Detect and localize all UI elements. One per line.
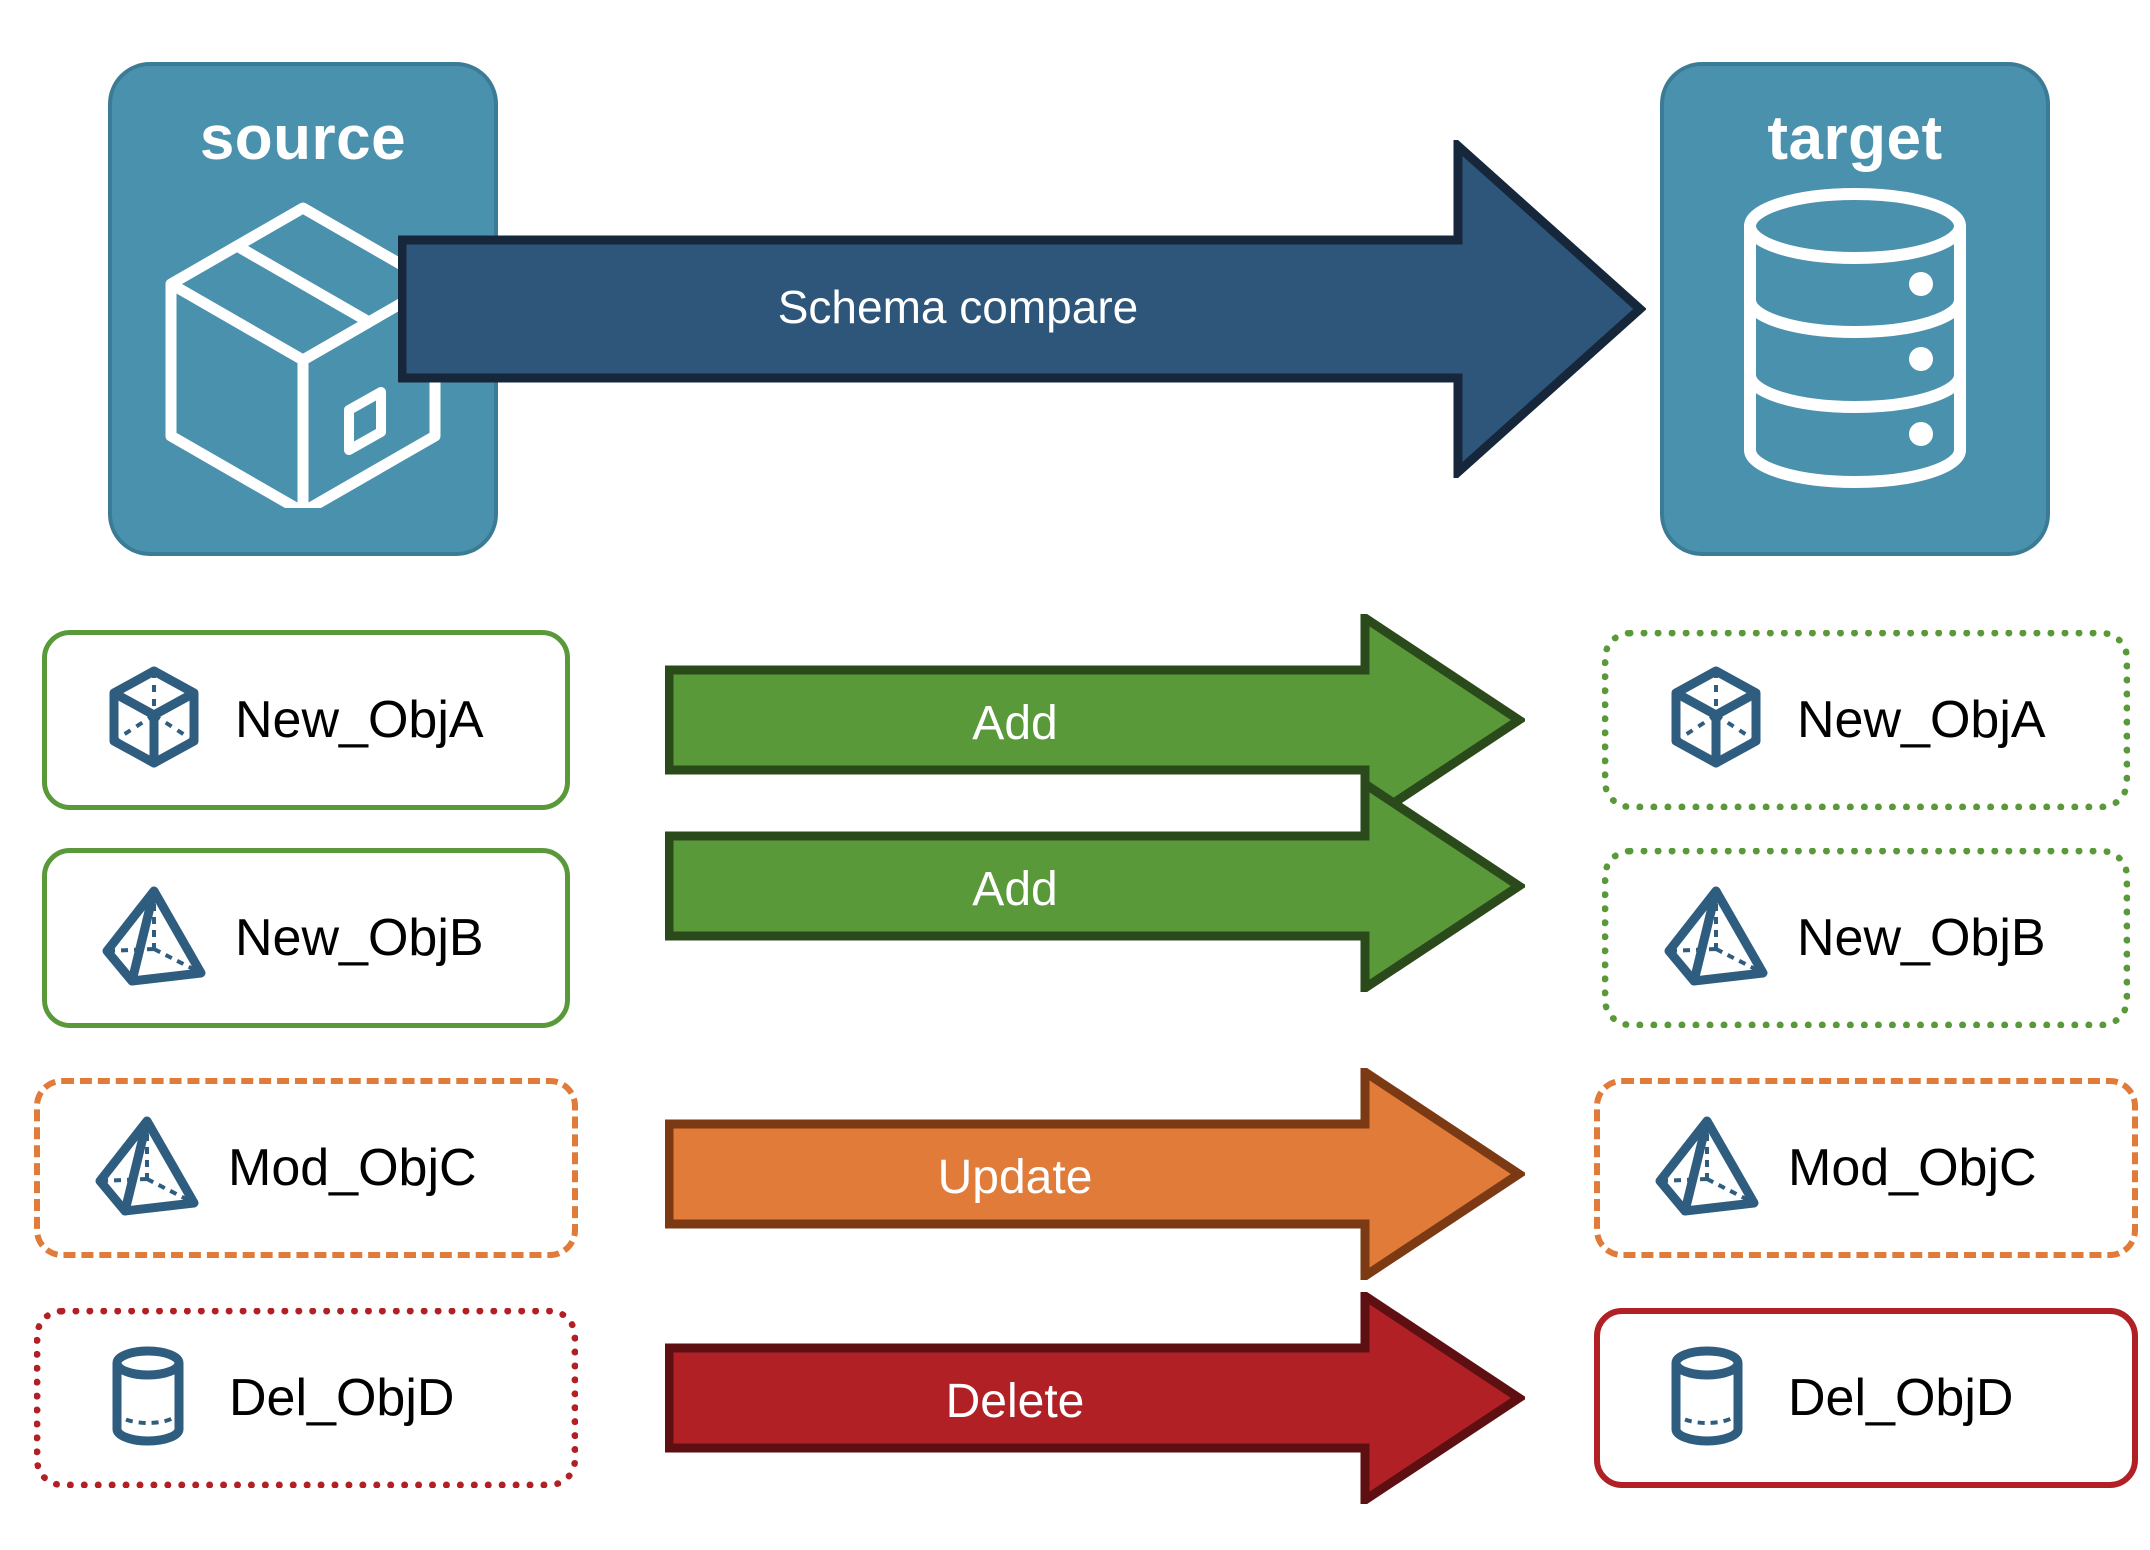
target-object-label-2: New_ObjB [1797,909,2046,967]
row-arrow-delete-4 [665,1292,1525,1504]
source-object-label-1: New_ObjA [235,691,484,749]
package-box-icon [153,188,453,518]
target-object-label-4: Del_ObjD [1788,1369,2014,1427]
cylinder-wireframe-icon [1652,1341,1762,1456]
row-arrow-update-3 [665,1068,1525,1280]
target-object-card-3[interactable]: Mod_ObjC [1594,1078,2138,1258]
target-object-label-3: Mod_ObjC [1788,1139,2037,1197]
source-object-card-3[interactable]: Mod_ObjC [34,1078,578,1258]
cylinder-wireframe-icon [93,1341,203,1456]
source-object-card-2[interactable]: New_ObjB [42,848,570,1028]
target-object-card-4[interactable]: Del_ObjD [1594,1308,2138,1488]
pyramid-wireframe-icon [92,1111,202,1226]
row-arrow-add-2 [665,780,1525,992]
source-object-card-4[interactable]: Del_ObjD [34,1308,578,1488]
cube-wireframe-icon [99,663,209,778]
target-object-label-1: New_ObjA [1797,691,2046,749]
source-object-card-1[interactable]: New_ObjA [42,630,570,810]
source-object-label-3: Mod_ObjC [228,1139,477,1197]
source-object-label-4: Del_ObjD [229,1369,455,1427]
pyramid-wireframe-icon [1661,881,1771,996]
target-endpoint-card[interactable]: target [1660,62,2050,556]
pyramid-wireframe-icon [1652,1111,1762,1226]
target-object-card-1[interactable]: New_ObjA [1602,630,2130,810]
target-title: target [1767,104,1943,173]
row-arrow-add-1 [665,614,1525,826]
source-object-label-2: New_ObjB [235,909,484,967]
database-cylinder-icon [1740,188,1970,493]
cube-wireframe-icon [1661,663,1771,778]
target-object-card-2[interactable]: New_ObjB [1602,848,2130,1028]
schema-compare-arrow [398,140,1646,478]
pyramid-wireframe-icon [99,881,209,996]
source-title: source [199,104,407,173]
